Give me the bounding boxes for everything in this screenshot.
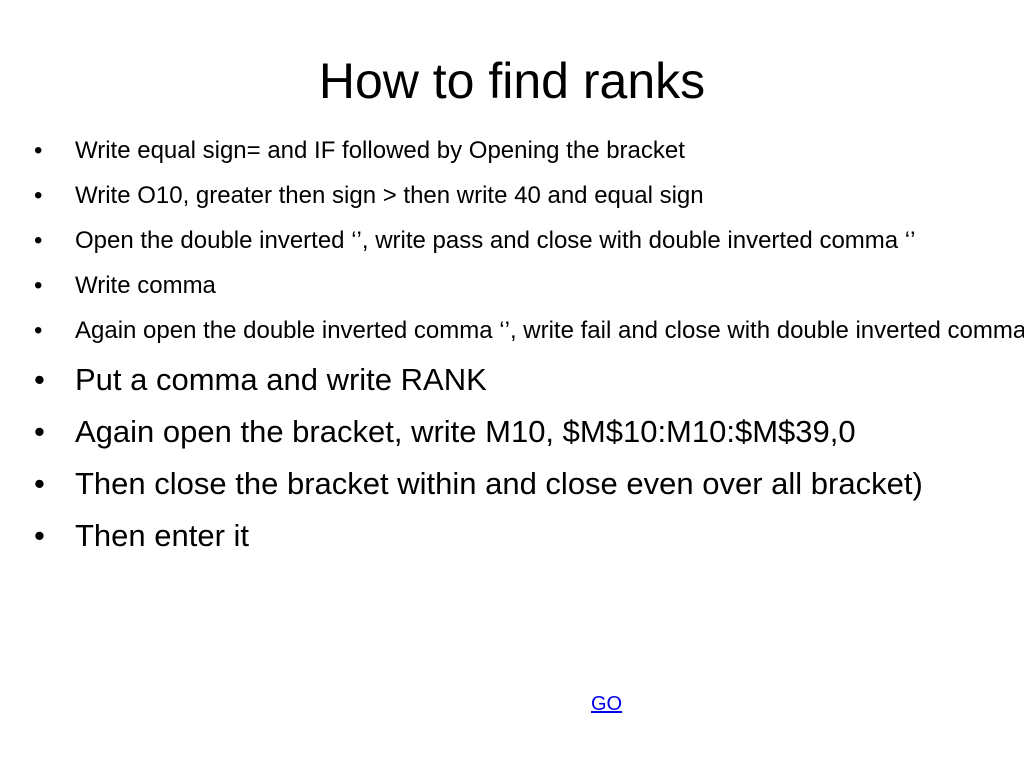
bullet-dot: • xyxy=(34,362,45,397)
bullet-list: • Write equal sign= and IF followed by O… xyxy=(34,133,1024,566)
bullet-text: Again open the double inverted comma ‘’,… xyxy=(75,317,1024,344)
bullet-text: Put a comma and write RANK xyxy=(75,362,487,397)
slide-title: How to find ranks xyxy=(318,53,706,109)
bullet-text: Again open the bracket, write M10, $M$10… xyxy=(75,414,856,449)
bullet-item: • Then enter it xyxy=(34,514,1024,558)
bullet-dot: • xyxy=(34,466,45,501)
bullet-item: • Write comma xyxy=(34,268,1024,304)
bullet-text: Then enter it xyxy=(75,518,250,553)
bullet-item: • Write equal sign= and IF followed by O… xyxy=(34,133,1024,169)
bullet-text: Open the double inverted ‘’, write pass … xyxy=(75,227,916,254)
bullet-dot: • xyxy=(34,272,43,299)
bullet-item: • Then close the bracket within and clos… xyxy=(34,462,975,506)
bullet-text: Write equal sign= and IF followed by Ope… xyxy=(75,137,685,164)
bullet-text: Then close the bracket within and close … xyxy=(75,466,923,501)
bullet-item: • Open the double inverted ‘’, write pas… xyxy=(34,223,965,259)
bullet-item: • Again open the bracket, write M10, $M$… xyxy=(34,410,1024,454)
bullet-dot: • xyxy=(34,182,43,209)
bullet-item: • Put a comma and write RANK xyxy=(34,358,1024,402)
bullet-dot: • xyxy=(34,227,43,254)
bullet-item: • Again open the double inverted comma ‘… xyxy=(34,313,1024,349)
bullet-text: Write O10, greater then sign > then writ… xyxy=(75,182,704,209)
go-link[interactable]: GO xyxy=(591,693,623,715)
bullet-dot: • xyxy=(34,518,45,553)
bullet-item: • Write O10, greater then sign > then wr… xyxy=(34,178,1024,214)
bullet-dot: • xyxy=(34,414,45,449)
bullet-dot: • xyxy=(34,317,43,344)
bullet-text: Write comma xyxy=(75,272,216,299)
bullet-dot: • xyxy=(34,137,43,164)
